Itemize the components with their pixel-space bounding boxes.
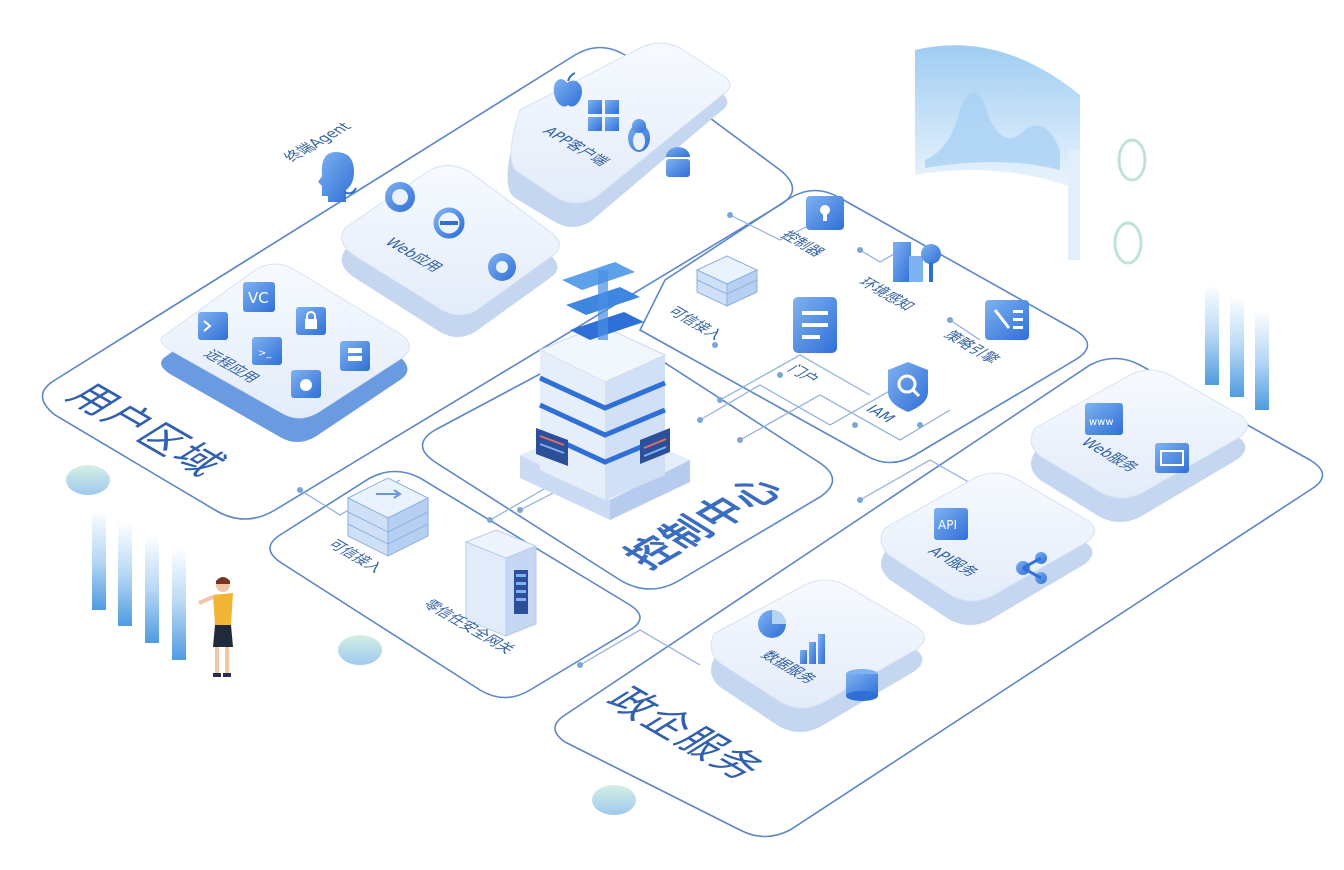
database-icon [846,669,878,701]
bars-right [1205,285,1269,410]
app-client-panel[interactable] [507,42,731,227]
chrome-icon [488,253,516,281]
access-router-icon [346,477,430,557]
data-service-panel[interactable] [710,579,925,732]
lock-shield-icon [806,196,844,230]
db-icon [340,341,370,371]
ie-icon [433,207,465,239]
server-rack-icon [464,529,538,637]
linux-icon [628,119,650,152]
tower-screen-left [536,428,568,466]
terminal-icon [198,312,228,340]
controller-label: 控制器 [776,228,829,259]
firefox-icon [385,182,415,212]
remote-app-panel[interactable] [160,263,410,442]
share-icon [1016,552,1047,584]
tower-floors [538,324,667,500]
svg-text:API: API [938,518,957,532]
agent-head-icon [318,152,357,202]
document-list-icon [793,297,837,353]
building-tree-icon [893,242,941,282]
zone-outlines [41,46,1324,838]
apple-icon [553,72,583,107]
control-top-zone-outline [638,189,1089,464]
tower-screen-right [640,428,670,464]
web-page-icon [1155,443,1189,473]
ssh-icon: >_ [252,337,282,365]
pie-icon [758,610,786,638]
windows-icon [588,100,619,131]
gov-zone-outline [554,357,1324,838]
svg-text:>_: >_ [258,348,272,359]
web-service-panel[interactable] [1030,369,1248,522]
bar-chart-icon [800,634,825,664]
gear-list-icon [985,300,1029,340]
svg-text:www: www [1089,417,1114,428]
router-icon [695,255,759,307]
icons-layer: VC >_ [198,72,1189,701]
control-tower[interactable] [520,262,690,520]
ring-decor [1113,138,1147,265]
curved-screen [915,45,1080,260]
control-trusted-access-label: 可信接入 [663,304,728,342]
api-service-panel[interactable] [880,472,1095,625]
api-icon: API [934,508,968,540]
camera-icon [291,370,321,398]
person-figure [198,577,233,677]
user-zone-outline [41,46,794,520]
www-icon: www [1085,403,1123,435]
bars-left [92,510,186,660]
svg-text:VC: VC [248,289,269,307]
decorations [66,45,1269,815]
puck-decor [66,465,636,815]
tower-antenna [562,262,644,340]
vnc-icon: VC [243,282,275,312]
lock-icon [296,307,326,335]
android-icon [666,147,690,177]
access-zone-outline [269,470,641,699]
search-shield-icon [888,362,928,412]
